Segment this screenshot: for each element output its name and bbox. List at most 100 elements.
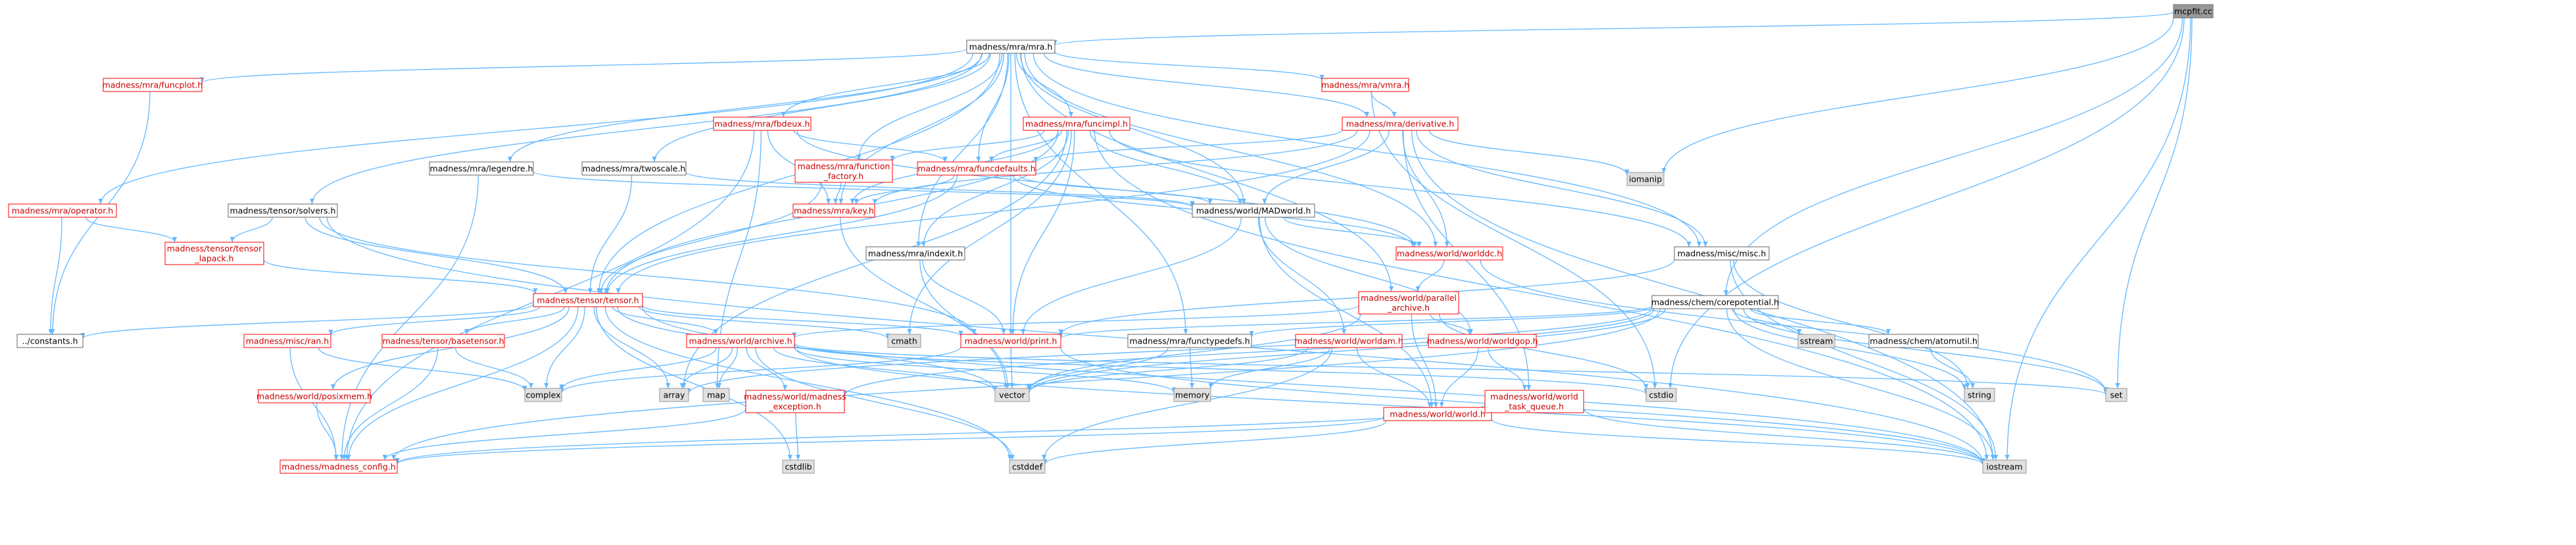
edge-funcimpl-to-iostream bbox=[1094, 130, 1989, 461]
edge-archive-to-set bbox=[794, 342, 2108, 395]
node-funcdefaults[interactable]: madness/mra/funcdefaults.h bbox=[917, 161, 1036, 176]
edge-ran-to-config bbox=[289, 347, 339, 461]
edge-funcdefaults-to-tensor bbox=[604, 174, 958, 294]
edge-twoscale-to-tensor bbox=[587, 174, 633, 294]
node-corepot[interactable]: madness/chem/corepotential.h bbox=[1651, 295, 1779, 309]
node-box-madexc bbox=[745, 390, 845, 413]
node-box-mra bbox=[966, 39, 1056, 54]
node-twoscale[interactable]: madness/mra/twoscale.h bbox=[581, 161, 687, 176]
node-complex: complex bbox=[524, 388, 562, 402]
node-parchive[interactable]: madness/world/parallel_archive.h bbox=[1358, 291, 1459, 315]
node-box-madworld bbox=[1192, 203, 1315, 218]
node-indexit[interactable]: madness/mra/indexit.h bbox=[865, 246, 965, 261]
node-posixmem[interactable]: madness/world/posixmem.h bbox=[256, 389, 372, 403]
edge-mcpfit-to-cstdio bbox=[1668, 17, 2185, 389]
node-label-cstddef: cstddef bbox=[1012, 462, 1043, 472]
node-constants[interactable]: ../constants.h bbox=[16, 334, 84, 348]
edge-mra-to-funcdefaults bbox=[976, 53, 1009, 163]
node-label-funcdefaults: madness/mra/funcdefaults.h bbox=[917, 164, 1035, 174]
node-box-archive bbox=[686, 334, 795, 348]
node-label-worldtask: _task_queue.h bbox=[1504, 402, 1564, 411]
edge-worldgop-to-worldtask bbox=[1487, 347, 1528, 391]
edge-madworld-to-print bbox=[1020, 217, 1242, 335]
edge-basetensor-to-config bbox=[341, 347, 439, 461]
node-box-iomanip bbox=[1626, 172, 1665, 186]
node-operator[interactable]: madness/mra/operator.h bbox=[8, 203, 117, 218]
node-box-functypedefs bbox=[1127, 334, 1252, 348]
edge-misc-to-iostream bbox=[1730, 259, 1999, 461]
node-label-mra: madness/mra/mra.h bbox=[969, 42, 1053, 52]
edge-worldgop-to-world bbox=[1439, 347, 1479, 408]
node-box-array bbox=[659, 388, 689, 402]
node-label-worldgop: madness/world/worldgop.h bbox=[1426, 336, 1538, 346]
node-worldam[interactable]: madness/world/worldam.h bbox=[1294, 334, 1403, 348]
edge-mcpfit-to-mra bbox=[1052, 11, 2174, 46]
node-config[interactable]: madness/madness_config.h bbox=[279, 459, 398, 474]
node-box-worldam bbox=[1295, 334, 1403, 348]
node-box-corepot bbox=[1651, 295, 1779, 309]
node-label-parchive: madness/world/parallel bbox=[1361, 293, 1457, 303]
edge-worlddc-to-set bbox=[1480, 259, 2108, 393]
node-fbdeux[interactable]: madness/mra/fbdeux.h bbox=[713, 117, 812, 131]
node-funcfactory[interactable]: madness/mra/function_factory.h bbox=[794, 159, 893, 183]
node-world[interactable]: madness/world/world.h bbox=[1383, 407, 1492, 421]
node-label-cstdio: cstdio bbox=[1649, 390, 1673, 400]
node-label-twoscale: madness/mra/twoscale.h bbox=[583, 164, 686, 174]
edge-lapack-to-tensor bbox=[263, 259, 538, 294]
node-derivative[interactable]: madness/mra/derivative.h bbox=[1342, 117, 1459, 131]
edge-twoscale-to-madworld bbox=[685, 171, 1195, 207]
node-label-indexit: madness/mra/indexit.h bbox=[868, 249, 963, 259]
edge-derivative-to-funcdefaults bbox=[1033, 129, 1343, 163]
edge-archive-to-madexc bbox=[746, 347, 788, 391]
node-key[interactable]: madness/mra/key.h bbox=[792, 203, 875, 218]
node-box-world bbox=[1383, 407, 1492, 421]
node-funcimpl[interactable]: madness/mra/funcimpl.h bbox=[1023, 117, 1130, 131]
edge-solvers-to-print bbox=[319, 217, 977, 335]
node-legendre[interactable]: madness/mra/legendre.h bbox=[429, 161, 534, 176]
node-label-constants: ../constants.h bbox=[22, 336, 78, 346]
node-label-funcplot: madness/mra/funcplot.h bbox=[103, 80, 203, 90]
edge-key-to-vector bbox=[840, 217, 1008, 389]
node-atomutil[interactable]: madness/chem/atomutil.h bbox=[1868, 334, 1979, 348]
edge-parchive-to-world bbox=[1411, 313, 1439, 408]
node-print[interactable]: madness/world/print.h bbox=[960, 334, 1061, 348]
node-worldgop[interactable]: madness/world/worldgop.h bbox=[1426, 334, 1538, 348]
node-madexc[interactable]: madness/world/madness_exception.h bbox=[744, 390, 846, 413]
node-lapack[interactable]: madness/tensor/tensor_lapack.h bbox=[164, 242, 264, 265]
edge-madexc-to-cstdlib bbox=[795, 412, 801, 461]
node-label-corepot: madness/chem/corepotential.h bbox=[1651, 298, 1779, 307]
node-label-misc: madness/misc/misc.h bbox=[1678, 249, 1766, 259]
edge-madworld-to-world bbox=[1259, 217, 1434, 408]
edge-vmra-to-cstdio bbox=[1371, 91, 1658, 389]
node-vmra[interactable]: madness/mra/vmra.h bbox=[1321, 78, 1409, 92]
edge-basetensor-to-complex bbox=[454, 347, 534, 389]
node-label-lapack: madness/tensor/tensor bbox=[167, 244, 262, 253]
node-layer: mcpfit.ccmadness/mra/mra.hiomanipmadness… bbox=[8, 4, 2214, 474]
node-worlddc[interactable]: madness/world/worlddc.h bbox=[1396, 246, 1503, 261]
edge-operator-to-constants bbox=[48, 217, 62, 335]
node-mra[interactable]: madness/mra/mra.h bbox=[966, 39, 1056, 54]
node-box-vector bbox=[994, 388, 1030, 402]
node-label-iomanip: iomanip bbox=[1629, 174, 1662, 184]
node-box-parchive bbox=[1358, 291, 1459, 315]
node-label-atomutil: madness/chem/atomutil.h bbox=[1870, 336, 1978, 346]
node-functypedefs[interactable]: madness/mra/functypedefs.h bbox=[1127, 334, 1252, 348]
node-madworld[interactable]: madness/world/MADworld.h bbox=[1192, 203, 1315, 218]
node-tensor[interactable]: madness/tensor/tensor.h bbox=[533, 293, 643, 307]
edge-derivative-to-misc bbox=[1416, 130, 1708, 247]
edge-mra-to-functypedefs bbox=[1014, 53, 1188, 335]
node-worldtask[interactable]: madness/world/world_task_queue.h bbox=[1484, 390, 1584, 413]
node-funcplot[interactable]: madness/mra/funcplot.h bbox=[103, 78, 203, 92]
node-label-derivative: madness/mra/derivative.h bbox=[1346, 119, 1454, 129]
edge-mra-to-twoscale bbox=[652, 53, 991, 163]
edge-corepot-to-iostream bbox=[1726, 308, 1996, 461]
edge-funcdefaults-to-madworld bbox=[1019, 174, 1213, 205]
node-cstdlib: cstdlib bbox=[782, 459, 815, 474]
node-misc[interactable]: madness/misc/misc.h bbox=[1674, 246, 1770, 261]
node-basetensor[interactable]: madness/tensor/basetensor.h bbox=[381, 334, 505, 348]
node-ran[interactable]: madness/misc/ran.h bbox=[243, 334, 331, 348]
edge-mra-to-funcplot bbox=[199, 48, 967, 84]
node-solvers[interactable]: madness/tensor/solvers.h bbox=[228, 203, 338, 218]
node-archive[interactable]: madness/world/archive.h bbox=[686, 334, 795, 348]
node-label-sstream: sstream bbox=[1800, 336, 1833, 346]
